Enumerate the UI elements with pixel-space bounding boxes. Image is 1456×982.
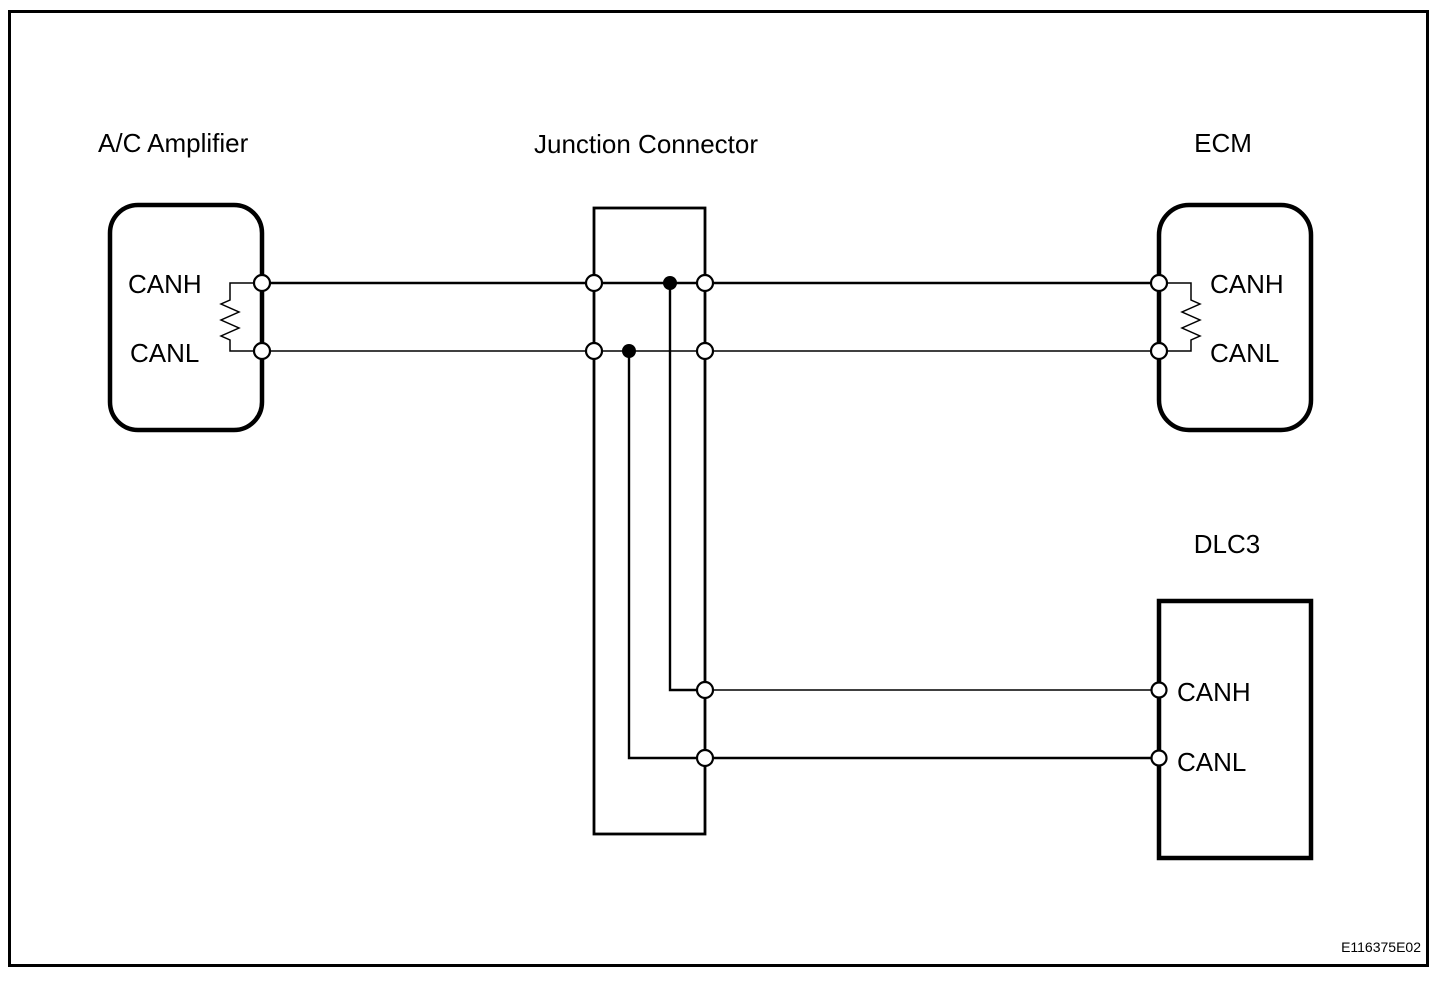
diagram-frame [8, 10, 1429, 967]
dlc3-canh-label: CANH [1177, 677, 1251, 707]
junction-right-canl-terminal [695, 341, 715, 361]
ecm-resistor-icon [1159, 282, 1202, 352]
junction-connector-box [592, 206, 707, 836]
ac-amplifier-canl-terminal [252, 341, 272, 361]
ecm-canl-terminal [1149, 341, 1169, 361]
junction-connector-title: Junction Connector [534, 129, 758, 159]
dlc3-canl-label: CANL [1177, 747, 1246, 777]
junction-dlc3-canh-terminal [695, 680, 715, 700]
canh-branch-wire [668, 283, 705, 692]
dlc3-canh-terminal [1150, 681, 1168, 699]
canh-solder-joint-dot [663, 276, 677, 290]
ecm-canh-label: CANH [1210, 269, 1284, 299]
junction-dlc3-canl-terminal [695, 748, 715, 768]
dlc3-title: DLC3 [1194, 529, 1260, 559]
junction-left-canh-terminal [584, 273, 604, 293]
ac-amplifier-box [107, 202, 265, 433]
junction-left-canl-terminal [584, 341, 604, 361]
ecm-canl-label: CANL [1210, 338, 1279, 368]
ac-amplifier-canl-label: CANL [130, 338, 199, 368]
ecm-title: ECM [1194, 128, 1252, 158]
ac-amplifier-canh-terminal [252, 273, 272, 293]
canl-branch-wire [627, 351, 705, 760]
dlc3-box [1156, 598, 1314, 861]
ecm-canh-terminal [1149, 273, 1169, 293]
ac-amplifier-canh-label: CANH [128, 269, 202, 299]
junction-right-canh-terminal [695, 273, 715, 293]
ac-amplifier-title: A/C Amplifier [98, 128, 249, 158]
dlc3-canl-terminal [1150, 749, 1168, 767]
canl-solder-joint-dot [622, 344, 636, 358]
ac-amplifier-resistor-icon [219, 282, 262, 352]
figure-code-label: E116375E02 [1341, 939, 1421, 955]
ecm-box [1156, 202, 1314, 433]
